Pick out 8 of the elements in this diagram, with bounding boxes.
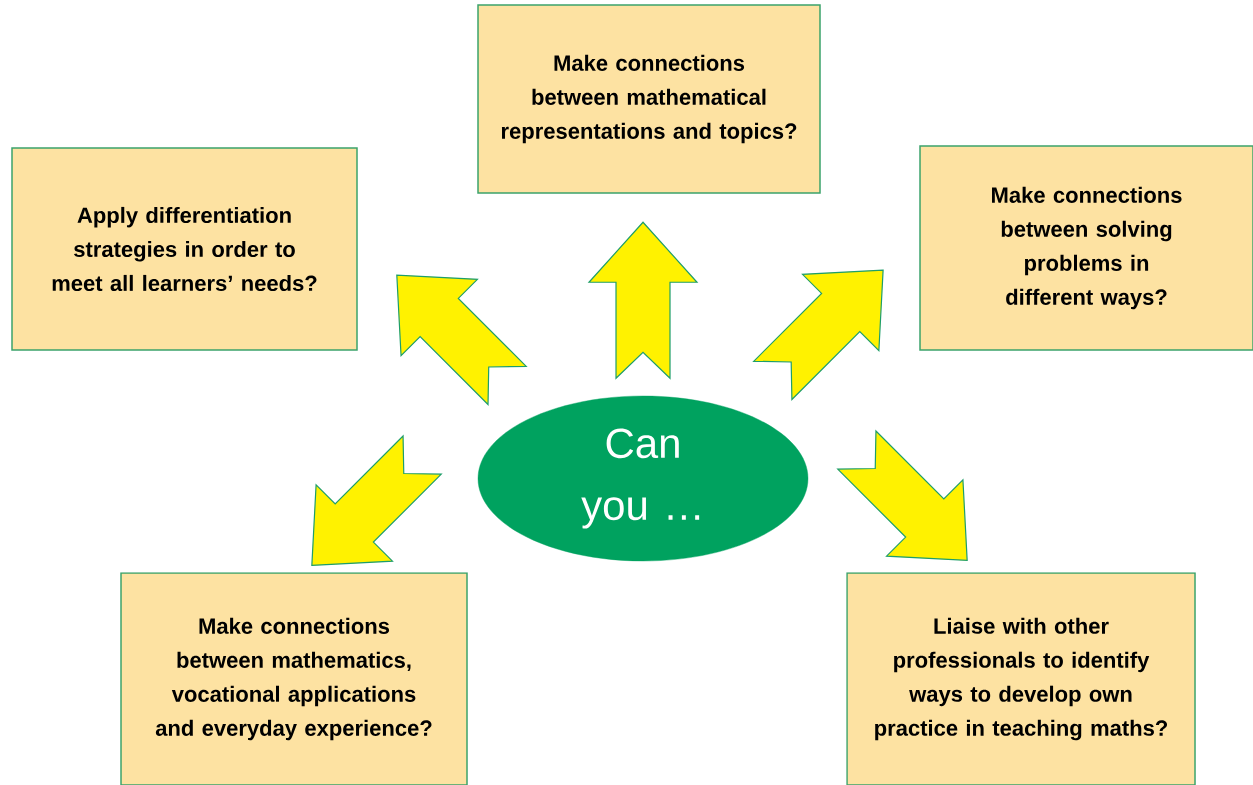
question-box: Apply differentiation strategies in order to meet all learners’ needs? [11,147,358,351]
block-arrow [396,274,528,406]
question-box: Liaise with other professionals to identify ways to develop own practice in teaching maths? [846,572,1196,785]
oval: Can you … [477,395,809,562]
block-arrow [752,269,884,401]
question-box: Make connections between mathematics, vocational applications and everyday experience? [120,572,468,785]
question-box: Make connections between mathematical representations and topics? [477,4,821,194]
question-box: Make connections between solving problems in different ways? [919,145,1253,351]
